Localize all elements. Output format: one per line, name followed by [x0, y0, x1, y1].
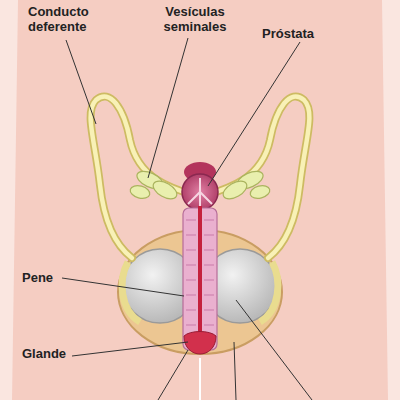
part-label: Próstata	[262, 26, 352, 41]
part-label: Conducto deferente	[28, 4, 118, 34]
part-label: Pene	[22, 270, 82, 285]
part-label: Glande	[22, 346, 82, 361]
part-label: Vesículas seminales	[150, 4, 240, 34]
